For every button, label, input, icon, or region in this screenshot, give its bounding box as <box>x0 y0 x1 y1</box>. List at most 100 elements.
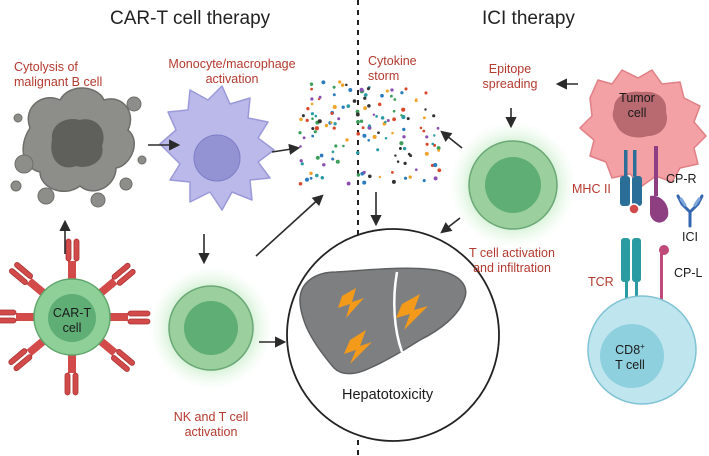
cytokine-dot <box>310 97 314 101</box>
cytokine-dot <box>425 142 429 146</box>
cytokine-dot <box>393 98 397 101</box>
cytokine-dot <box>367 174 372 179</box>
arrows <box>59 78 578 348</box>
cytokine-dot <box>377 102 382 107</box>
cytokine-dot <box>319 153 324 158</box>
car-receptor <box>8 338 46 372</box>
mhc-ii-label: MHC II <box>572 182 611 196</box>
cytokine-dot <box>367 126 372 130</box>
car-receptor <box>64 355 79 396</box>
arrow-nk-to-cytokine <box>255 194 324 257</box>
cytokine-dot <box>346 104 351 108</box>
cytokine-dot <box>424 108 427 111</box>
cytokine-dot <box>340 83 345 87</box>
cp-r-label: CP-R <box>666 172 697 186</box>
cytokine-dot <box>311 134 315 138</box>
cytokine-dot <box>404 87 408 91</box>
cytokine-storm-label: Cytokine storm <box>368 54 417 83</box>
macrophage-cell <box>159 85 275 211</box>
cytokine-dot <box>384 120 387 124</box>
cytokine-dot <box>311 126 315 131</box>
cytokine-dot <box>301 114 305 118</box>
cytokine-dot <box>360 171 365 176</box>
cytokine-dot <box>309 82 314 86</box>
cytokine-dot <box>335 159 340 164</box>
cytokine-dot <box>309 176 313 180</box>
cytokine-dot <box>402 127 406 132</box>
cytokine-dot <box>406 117 410 121</box>
cytokine-dot <box>396 160 400 163</box>
cytokine-dot <box>391 179 396 184</box>
cytokine-dot <box>331 150 335 154</box>
cytokine-dot <box>380 116 385 120</box>
cytokine-dot <box>314 126 319 131</box>
cytokine-dot <box>363 106 367 110</box>
cytokine-dot <box>362 180 367 185</box>
ici-antibody-icon <box>676 194 704 228</box>
cytokine-dot <box>315 155 320 160</box>
car-t-therapy-title: CAR-T cell therapy <box>110 8 271 29</box>
cytokine-dot <box>330 111 334 115</box>
cytokine-dot <box>356 173 361 177</box>
ici-label: ICI <box>682 230 698 244</box>
cytokine-dot <box>433 163 438 168</box>
cytokine-dot <box>356 119 360 124</box>
cytokine-dot <box>345 138 349 142</box>
cytokine-dot <box>310 112 314 116</box>
nk-t-cell <box>149 266 273 390</box>
cytokine-dot <box>310 102 314 106</box>
cytokine-dot <box>390 88 394 92</box>
cytokine-dot <box>355 151 360 155</box>
tcr-label: TCR <box>588 275 614 289</box>
car-receptor <box>9 262 46 296</box>
cytokine-dot <box>311 117 314 120</box>
cp-l-label: CP-L <box>674 266 703 280</box>
cytokine-dot <box>436 126 440 130</box>
cytokine-dot <box>433 176 438 181</box>
cytokine-dot <box>300 162 304 166</box>
cytokine-dot <box>361 126 365 130</box>
cytokine-dot <box>332 85 336 89</box>
tumor-cell-label: Tumor cell <box>619 91 655 120</box>
cytokine-dot <box>299 117 303 122</box>
cytokine-dot <box>384 136 388 140</box>
hepatotoxicity-label: Hepatotoxicity <box>342 387 434 403</box>
car-receptor <box>98 338 135 372</box>
cytokine-dot <box>314 114 318 118</box>
cytokine-dot <box>359 87 364 92</box>
cytokine-dot <box>422 116 426 120</box>
cytokine-dot <box>332 93 336 97</box>
ici-therapy-title: ICI therapy <box>482 8 575 29</box>
cytokine-dot <box>422 129 426 133</box>
cytokine-dot <box>345 83 348 87</box>
arrow-tcell-to-cytokine <box>440 130 463 149</box>
arrow-macrophage-to-cytokine <box>271 143 301 155</box>
cytokine-dot <box>367 104 371 108</box>
tumor-cell <box>579 69 707 187</box>
cytokine-dot <box>403 176 408 180</box>
mhc-ii-receptor <box>620 150 642 215</box>
cytokine-dot <box>363 170 366 174</box>
cytokine-dot <box>400 91 404 95</box>
nk-t-activation-label: NK and T cell activation <box>173 410 249 439</box>
t-cell-activation-label: T cell activation and infiltration <box>469 246 555 275</box>
cytokine-dot <box>332 126 336 130</box>
lysed-b-cell <box>10 87 147 208</box>
car-receptors <box>0 238 151 396</box>
car-receptor <box>98 262 136 296</box>
cytokine-dot <box>392 117 396 122</box>
cytokine-dot <box>431 142 435 146</box>
cytokine-dot <box>402 146 407 151</box>
cytokine-dot <box>391 131 394 135</box>
cytokine-dot <box>363 96 367 100</box>
cytokine-dot <box>320 175 325 180</box>
cytokine-dot <box>372 134 377 139</box>
cytokine-dot <box>392 109 396 113</box>
cytokine-dot <box>398 147 402 150</box>
cytokine-dot <box>394 154 397 157</box>
car-t-cell <box>33 278 111 356</box>
cytokine-dot <box>305 118 309 123</box>
cytokine-dot <box>317 119 322 124</box>
car-t-cell-label: CAR-T cell <box>52 306 92 335</box>
